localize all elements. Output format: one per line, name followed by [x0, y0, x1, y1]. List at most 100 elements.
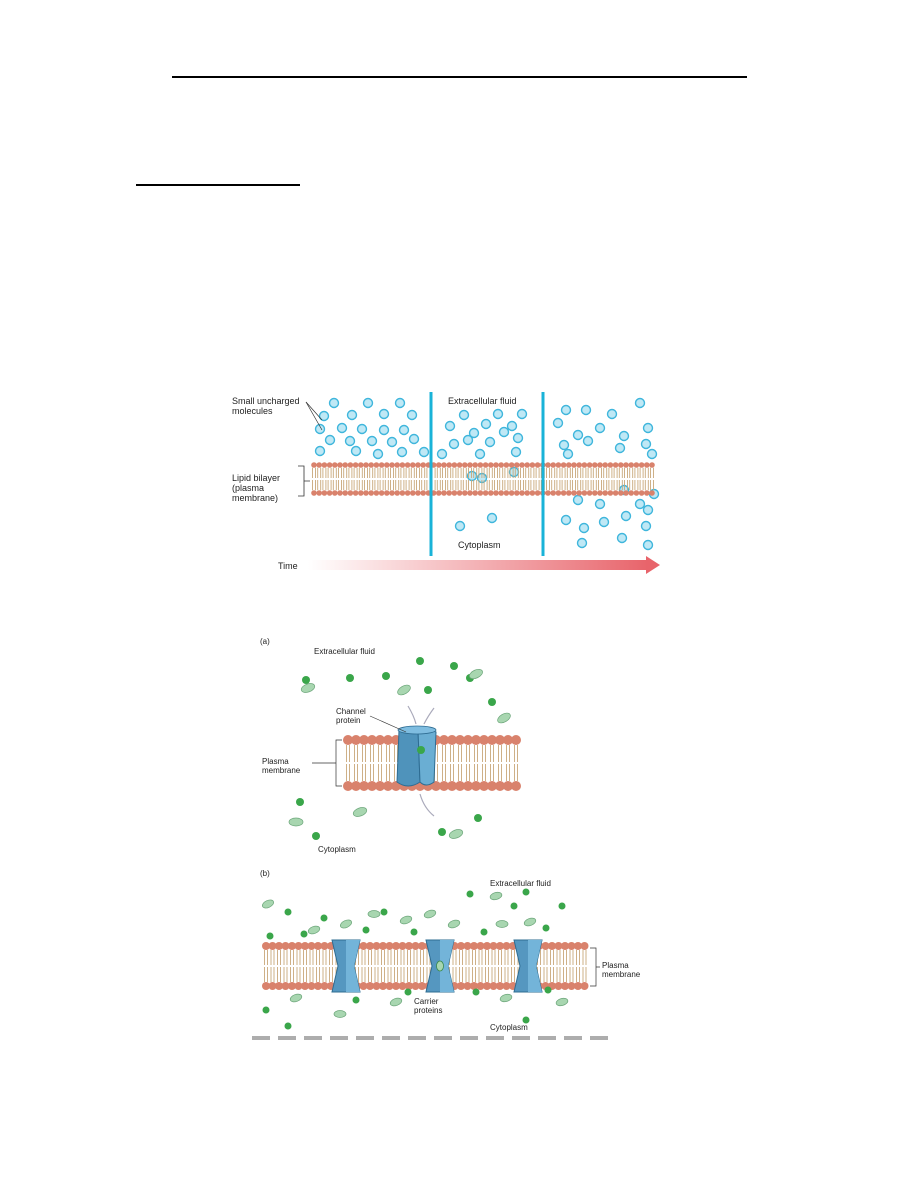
green-molecule — [320, 914, 328, 922]
label-cytoplasm: Cytoplasm — [458, 540, 501, 550]
phospholipid — [571, 462, 577, 496]
phospholipid — [498, 462, 505, 496]
oval-molecule — [289, 993, 303, 1003]
phospholipid — [385, 942, 394, 990]
phospholipid — [560, 462, 567, 496]
phospholipid — [347, 462, 354, 496]
molecule — [634, 397, 646, 409]
green-molecule — [510, 902, 518, 910]
phospholipid — [477, 462, 484, 496]
phospholipid — [358, 462, 364, 496]
green-molecule — [544, 986, 552, 994]
phospholipid — [275, 942, 283, 990]
phospholipid — [281, 942, 290, 990]
molecule — [512, 432, 524, 444]
phospholipid — [394, 462, 400, 496]
label-cytoplasm-a: Cytoplasm — [318, 845, 356, 854]
green-molecule — [522, 888, 530, 896]
molecule — [396, 446, 408, 458]
oval-molecule — [469, 668, 483, 680]
phospholipid — [495, 735, 505, 791]
green-molecule — [404, 988, 412, 996]
phospholipid — [592, 462, 598, 496]
green-molecule — [480, 928, 488, 936]
oval-molecule — [352, 807, 368, 817]
phospholipid — [483, 942, 491, 990]
molecule — [506, 420, 518, 432]
phospholipid — [633, 462, 640, 496]
green-molecule — [558, 902, 566, 910]
oval-molecule — [367, 910, 381, 918]
phospholipid — [511, 735, 521, 791]
molecule — [408, 433, 420, 445]
molecule — [436, 448, 448, 460]
phospholipid — [446, 462, 452, 496]
oval-molecule — [555, 997, 569, 1007]
molecule — [562, 448, 574, 460]
label-extracellular-fluid-a: Extracellular fluid — [314, 647, 375, 656]
molecule — [474, 448, 486, 460]
plasma-membrane-a — [343, 735, 521, 791]
green-molecule — [312, 832, 320, 840]
molecule — [508, 466, 520, 478]
green-molecule — [424, 686, 432, 694]
molecule — [582, 435, 594, 447]
phospholipid — [503, 735, 513, 791]
phospholipid — [321, 462, 328, 496]
phospholipid — [262, 942, 270, 990]
phospholipid — [326, 462, 333, 496]
phospholipid — [268, 942, 277, 990]
bilayer-bracket — [298, 465, 310, 497]
phospholipid — [384, 462, 390, 496]
molecule — [462, 434, 474, 446]
oval-molecule — [307, 925, 321, 935]
panel-letter-b: (b) — [260, 869, 270, 878]
phospholipid — [644, 462, 650, 496]
molecule — [642, 504, 654, 516]
phospholipid — [375, 735, 385, 791]
phospholipid — [463, 942, 472, 990]
molecule — [398, 424, 410, 436]
phospholipid — [534, 462, 541, 496]
green-molecule — [466, 890, 474, 898]
molecule — [558, 439, 570, 451]
phospholipid — [638, 462, 645, 496]
carrier-protein — [425, 939, 455, 993]
phospholipid — [410, 462, 416, 496]
green-molecule — [472, 988, 480, 996]
phospholipid — [548, 942, 556, 990]
label-cytoplasm-b: Cytoplasm — [490, 1023, 528, 1032]
phospholipid — [607, 462, 614, 496]
molecule — [580, 404, 592, 416]
phospholipid — [487, 735, 497, 791]
channel-protein — [396, 725, 437, 787]
oval-molecule — [523, 917, 537, 927]
green-molecule — [284, 908, 292, 916]
molecule — [552, 417, 564, 429]
oval-molecule — [448, 829, 464, 839]
molecule — [640, 438, 652, 450]
oval-molecule — [399, 915, 413, 925]
phospholipid — [471, 735, 481, 791]
phospholipid — [488, 462, 494, 496]
green-molecule — [346, 674, 354, 682]
phospholipid — [420, 462, 426, 496]
phospholipid — [612, 462, 619, 496]
phospholipid — [482, 462, 489, 496]
green-molecule — [362, 926, 370, 934]
phospholipid — [529, 462, 536, 496]
green-molecule — [450, 662, 458, 670]
oval-molecule — [333, 1010, 347, 1018]
molecule — [560, 514, 572, 526]
molecule — [642, 422, 654, 434]
molecule — [510, 446, 522, 458]
phospholipid — [472, 462, 478, 496]
phospholipid — [436, 462, 442, 496]
molecule — [598, 516, 610, 528]
molecule — [314, 423, 326, 435]
cropped-caption-strip — [252, 1036, 612, 1040]
